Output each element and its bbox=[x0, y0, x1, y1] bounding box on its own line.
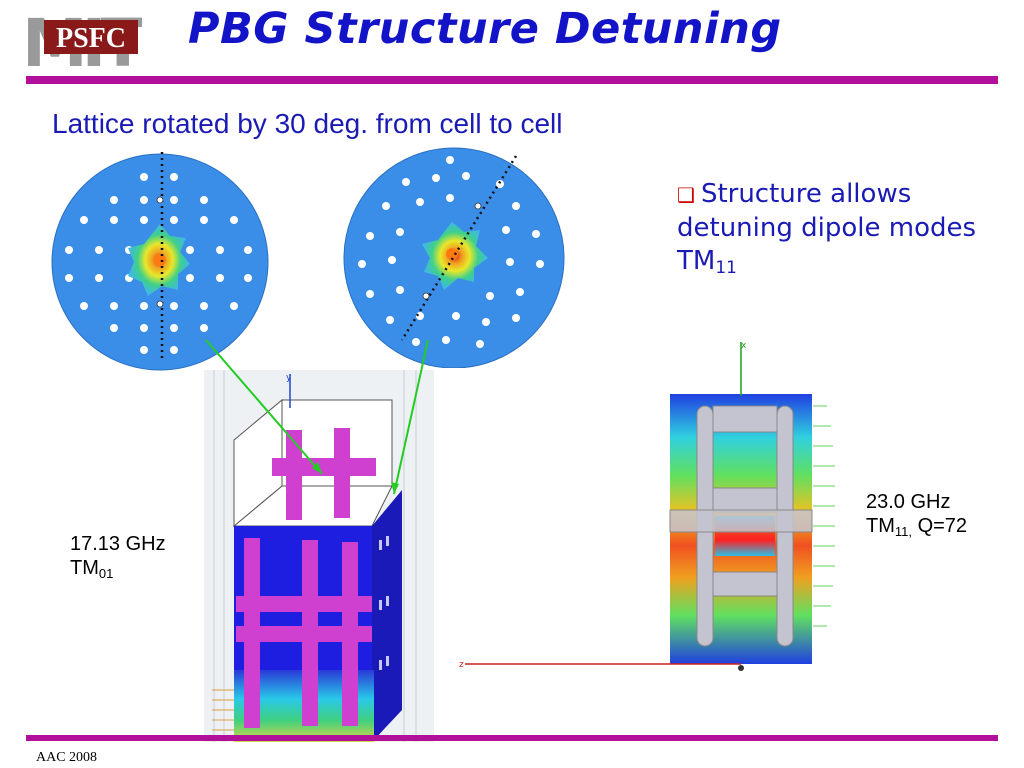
caption-tm11-mode-text: TM bbox=[866, 515, 895, 537]
caption-tm11-mode-sub: 11, bbox=[894, 524, 912, 539]
field-map-tm11: x z bbox=[455, 336, 839, 676]
tm01-field-render-image: y bbox=[204, 370, 434, 742]
structure-3d-simulation-tm01: y bbox=[204, 370, 434, 742]
caption-tm01-mode-sub: 01 bbox=[98, 566, 114, 581]
caption-tm01: 17.13 GHz TM01 bbox=[70, 532, 166, 586]
slide-title: PBG Structure Detuning bbox=[188, 4, 782, 54]
caption-tm11: 23.0 GHz TM11, Q=72 bbox=[866, 490, 967, 544]
logo: MIT PSFC bbox=[22, 5, 151, 82]
pbg-cross-section-cell1 bbox=[48, 152, 274, 372]
bullet-subscript: 11 bbox=[715, 257, 737, 277]
pointer-line-cell2 bbox=[393, 339, 429, 495]
caption-tm11-q: Q=72 bbox=[917, 515, 968, 537]
bullet-text: Structure allows detuning dipole modes T… bbox=[677, 179, 977, 276]
pbg-lattice-cell1-image bbox=[51, 152, 269, 371]
mit-psfc-logo-icon: MIT PSFC bbox=[22, 5, 151, 82]
slide-subtitle: Lattice rotated by 30 deg. from cell to … bbox=[52, 108, 563, 139]
caption-tm01-frequency: 17.13 GHz bbox=[70, 533, 166, 555]
footer-bar bbox=[26, 735, 998, 741]
right-axis-x-label: x bbox=[741, 341, 747, 351]
caption-tm11-mode: TM11, Q=72 bbox=[866, 514, 967, 544]
footer-text: AAC 2008 bbox=[36, 750, 98, 765]
bullet-structure-detuning: ❑Structure allows detuning dipole modes … bbox=[677, 178, 1017, 284]
pointer-arrow-cell1-icon bbox=[312, 462, 322, 474]
caption-tm01-mode-text: TM bbox=[70, 557, 99, 579]
right-axis-z-label: z bbox=[459, 660, 464, 670]
pbg-cross-section-cell2 bbox=[340, 146, 570, 369]
pointer-line-cell1 bbox=[205, 339, 323, 475]
pbg-lattice-cell2-image bbox=[343, 147, 565, 369]
bullet-marker-icon: ❑ bbox=[677, 183, 695, 207]
title-underline-bar bbox=[26, 76, 998, 84]
caption-tm01-mode: TM01 bbox=[70, 556, 166, 586]
caption-tm11-frequency: 23.0 GHz bbox=[866, 491, 951, 513]
pointer-arrow-cell2-icon bbox=[391, 482, 399, 494]
left-axis-y-label: y bbox=[286, 373, 292, 383]
logo-text: PSFC bbox=[56, 23, 126, 54]
logo-plate bbox=[44, 20, 138, 54]
tm11-field-render-image: x z bbox=[459, 341, 835, 671]
